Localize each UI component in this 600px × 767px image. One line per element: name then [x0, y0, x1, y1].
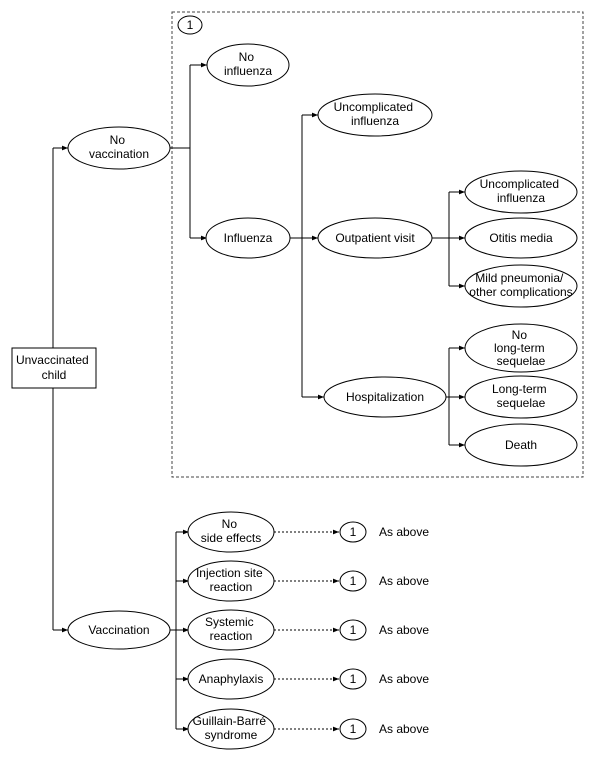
node-guillain-barre-syndrome: Guillain-Barré syndrome — [187, 708, 275, 750]
node-no-vaccination: No vaccination — [67, 126, 171, 170]
svg-text:Uncomplicated influenza: Uncomplicated influenza — [480, 177, 563, 205]
node-no-influenza: No influenza — [206, 43, 290, 87]
node-systemic-reaction: Systemic reaction — [187, 609, 275, 651]
svg-text:Anaphylaxis: Anaphylaxis — [199, 672, 264, 686]
svg-text:As above: As above — [379, 672, 429, 686]
reference-injection-site-reaction: 1 As above — [339, 570, 429, 592]
reference-no-side-effects: 1 As above — [339, 521, 429, 543]
svg-text:1: 1 — [350, 623, 357, 637]
svg-text:1: 1 — [350, 672, 357, 686]
svg-text:Mild pneumonia/ other co: Mild pneumonia/ other complications — [469, 271, 572, 299]
node-vaccination: Vaccination — [67, 610, 171, 650]
svg-text:1: 1 — [350, 525, 357, 539]
svg-text:Influenza: Influenza — [224, 231, 273, 245]
node-injection-site-reaction: Injection site reaction — [187, 560, 275, 602]
svg-text:As above: As above — [379, 623, 429, 637]
svg-text:Vaccination: Vaccination — [88, 623, 149, 637]
svg-text:Guillain-Barré syndrome: Guillain-Barré syndrome — [193, 714, 270, 742]
reference-guillain-barre-syndrome: 1 As above — [339, 718, 429, 740]
node-no-side-effects: No side effects — [187, 511, 275, 553]
subtree-1-box — [171, 11, 584, 478]
connectors — [52, 62, 465, 732]
node-death: Death — [464, 423, 578, 467]
svg-text:Long-term sequelae: Long-term sequelae — [492, 382, 550, 410]
node-root-text: Unvaccinated child — [16, 353, 92, 382]
svg-text:No side effects: No side effects — [201, 517, 261, 545]
svg-text:No vaccination: No vaccination — [89, 133, 149, 161]
svg-text:As above: As above — [379, 525, 429, 539]
node-uncomplicated-influenza-1: Uncomplicated influenza — [317, 93, 433, 137]
svg-text:1: 1 — [350, 722, 357, 736]
svg-text:Injection site reaction: Injection site reaction — [196, 566, 266, 594]
node-otitis-media: Otitis media — [464, 217, 578, 259]
subtree-1-marker: 1 — [177, 15, 203, 35]
reference-systemic-reaction: 1 As above — [339, 619, 429, 641]
svg-text:Otitis media: Otitis media — [489, 231, 553, 245]
svg-text:No influenza: No influenza — [224, 50, 272, 78]
svg-text:1: 1 — [187, 18, 194, 32]
svg-text:No long-term seque: No long-term sequelae — [494, 328, 548, 368]
node-no-long-term-sequelae: No long-term sequelae — [464, 323, 578, 373]
svg-text:Hospitalization: Hospitalization — [346, 390, 424, 404]
node-outpatient-visit: Outpatient visit — [317, 217, 433, 259]
node-anaphylaxis: Anaphylaxis — [187, 658, 275, 700]
node-root: Unvaccinated child — [11, 347, 97, 389]
svg-text:Outpatient visit: Outpatient visit — [335, 231, 415, 245]
node-long-term-sequelae: Long-term sequelae — [464, 375, 578, 419]
node-influenza: Influenza — [205, 217, 291, 259]
svg-text:1: 1 — [350, 574, 357, 588]
svg-text:Systemic reaction: Systemic reaction — [205, 615, 257, 643]
reference-anaphylaxis: 1 As above — [339, 668, 429, 690]
svg-text:Death: Death — [505, 438, 537, 452]
node-uncomplicated-influenza-2: Uncomplicated influenza — [464, 170, 578, 214]
svg-text:As above: As above — [379, 722, 429, 736]
node-mild-pneumonia: Mild pneumonia/ other complications — [464, 264, 578, 308]
node-hospitalization: Hospitalization — [323, 376, 447, 418]
svg-text:As above: As above — [379, 574, 429, 588]
svg-text:Uncomplicated influenza: Uncomplicated influenza — [334, 100, 417, 128]
